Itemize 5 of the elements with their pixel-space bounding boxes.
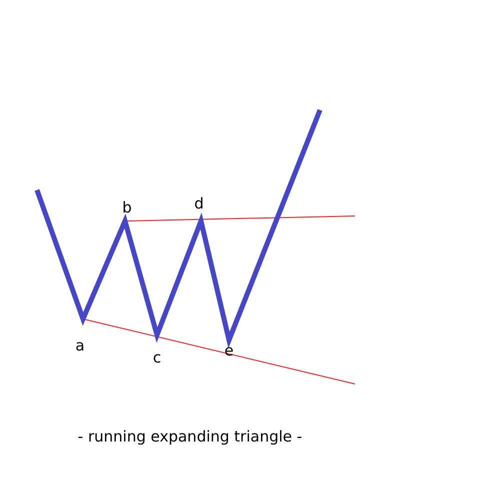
point-label: b [122,200,132,216]
point-label: c [152,350,162,366]
caption: - running expanding triangle - [78,430,302,444]
point-label: a [75,338,85,354]
point-label: d [194,196,204,212]
